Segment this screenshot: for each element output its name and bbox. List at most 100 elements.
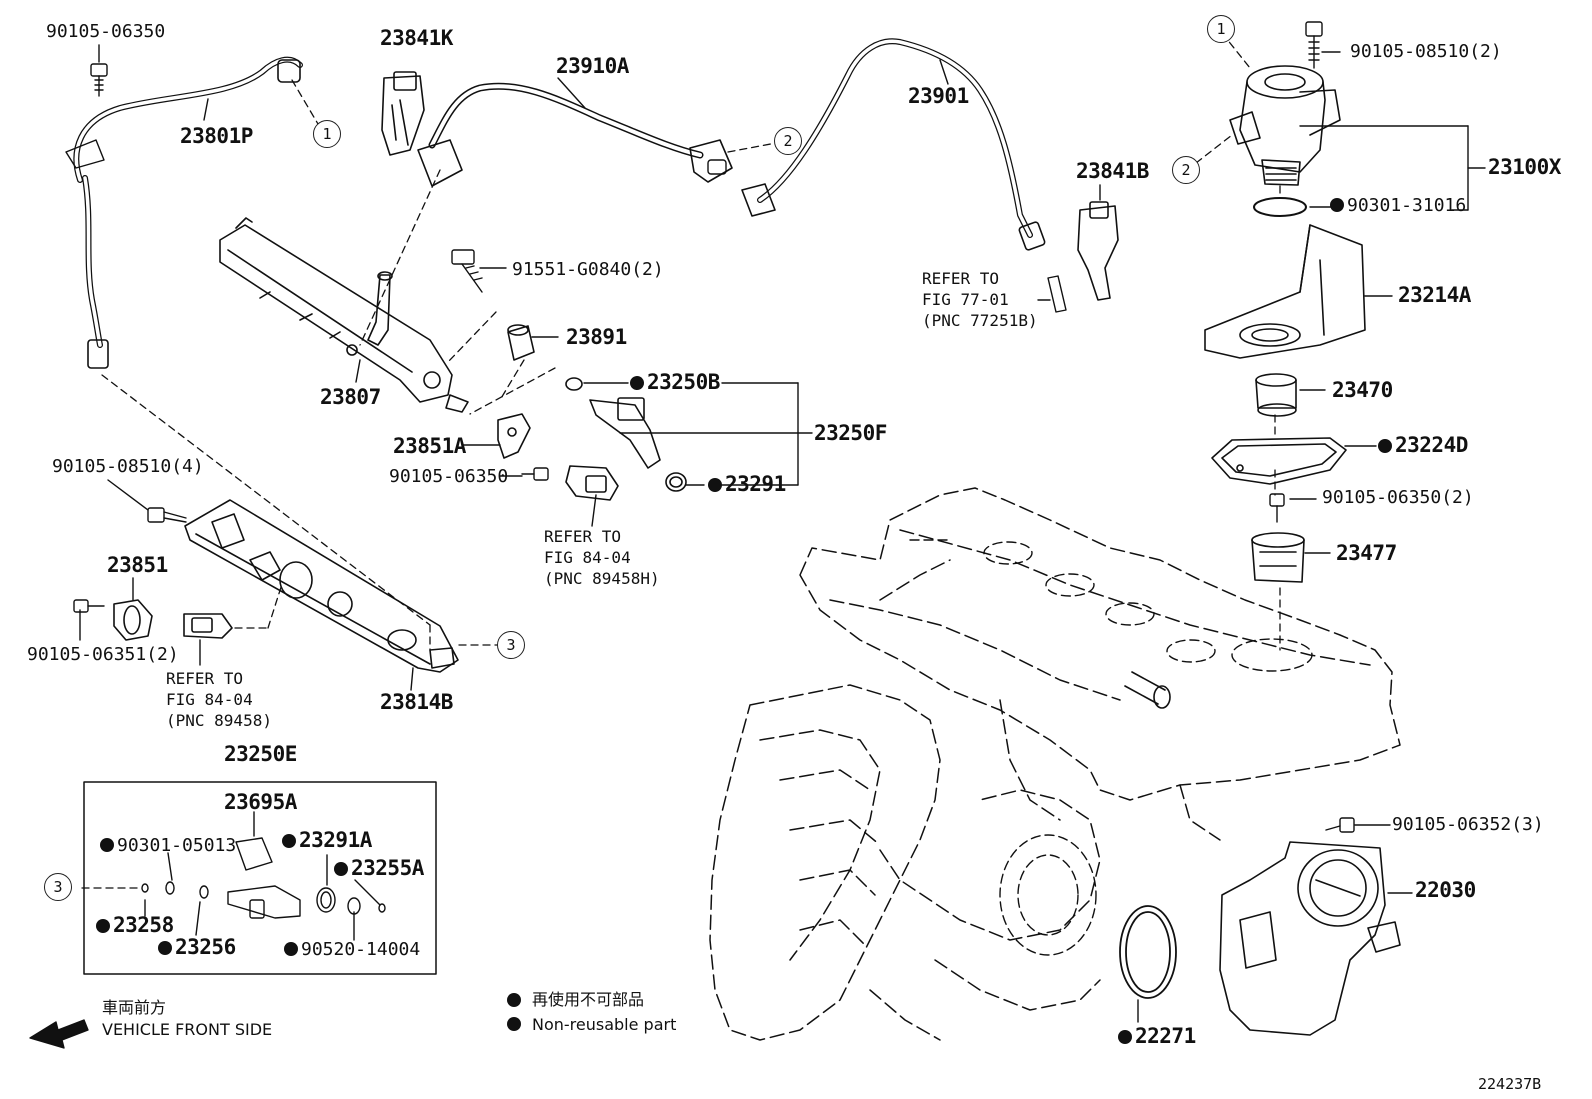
front-jp: 車両前方 [102,998,167,1017]
legend-dot-en [507,1017,521,1031]
connector-23841k [381,71,425,156]
part-label-22271: 22271 [1118,1026,1196,1047]
part-label-91551-g0840-2: 91551-G0840(2) [512,259,664,280]
bolt-90105-06352-3 [1325,817,1355,833]
fuel-pipe-23910a [417,82,733,187]
throttle-body-22030 [1219,841,1401,1036]
part-label-90105-06350: 90105-06350 [389,466,509,487]
pressure-sensor [565,465,619,501]
non-reusable-dot-icon [96,919,110,933]
non-reusable-dot-icon [630,376,644,390]
collar-23851 [113,599,153,641]
part-label-23258: 23258 [96,915,174,936]
part-label-23291a: 23291A [282,830,372,851]
gasket-23224d [1211,437,1347,485]
illustration-id: 224237B [1478,1075,1542,1093]
part-label-23901: 23901 [908,84,969,108]
injector-23250f [565,377,687,492]
fuel-rail-23807 [219,217,469,413]
part-label-23291: 23291 [708,474,786,495]
kit-box-parts [141,837,386,919]
part-label-90520-14004: 90520-14004 [284,940,420,960]
vehicle-front-side: 車両前方 VEHICLE FRONT SIDE [102,997,272,1041]
part-label-23695a: 23695A [224,790,297,814]
non-reusable-dot-icon [282,834,296,848]
part-label-23256: 23256 [158,937,236,958]
part-label-23814b: 23814B [380,690,453,714]
bolt-90105-06351-2 [73,599,105,613]
bolt-90105-06350-2 [1269,493,1285,523]
non-reusable-dot-icon [708,478,722,492]
part-label-90105-06350: 90105-06350 [46,21,166,42]
part-label-23891: 23891 [566,325,627,349]
callout-2: 2 [1172,156,1200,184]
engine-cam-holes [909,539,1313,956]
connector-23841b [1077,201,1119,301]
engine-pipe-stub [1124,671,1171,709]
part-label-23214a: 23214A [1398,283,1471,307]
part-label-23910a: 23910A [556,54,629,78]
fuel-hose-23801p [65,56,303,369]
part-label-23250f: 23250F [814,421,887,445]
part-label-90105-06350-2: 90105-06350(2) [1322,487,1474,508]
part-label-23100x: 23100X [1488,155,1561,179]
non-reusable-dot-icon [1378,439,1392,453]
non-reusable-dot-icon [334,862,348,876]
part-label-90301-05013: 90301-05013 [100,836,236,856]
reference-fig-77-01: REFER TO FIG 77-01 (PNC 77251B) [922,269,1038,330]
non-reusable-dot-icon [284,942,298,956]
reference-fig-84-04-sensor: REFER TO FIG 84-04 (PNC 89458H) [544,527,660,588]
part-label-90301-31016: 90301-31016 [1330,196,1466,216]
part-label-90105-08510-4: 90105-08510(4) [52,456,204,477]
part-label-23250b: 23250B [630,372,720,393]
part-label-90105-06351-2: 90105-06351(2) [27,644,179,665]
engine-outline [709,487,1401,1041]
part-label-90105-08510-2: 90105-08510(2) [1350,41,1502,62]
bolt-90105-06350-mid [521,467,549,481]
part-label-90105-06352-3: 90105-06352(3) [1392,814,1544,835]
bolt-90105-08510-4 [147,507,187,523]
spacer-23891 [507,324,535,361]
vehicle-front-arrow-icon [29,1019,89,1049]
legend-en: Non-reusable part [532,1015,677,1034]
part-label-23851a: 23851A [393,434,466,458]
oring-90301-31016 [1253,197,1307,217]
part-label-23841k: 23841K [380,26,453,50]
part-label-23470: 23470 [1332,378,1393,402]
delivery-pipe-23814b [184,499,459,673]
temp-sensor [183,613,233,639]
part-label-22030: 22030 [1415,878,1476,902]
leader-lines [81,32,1281,889]
part-label-23801p: 23801P [180,124,253,148]
callout-1: 1 [313,120,341,148]
legend-dot-jp [507,993,521,1007]
non-reusable-dot-icon [1330,198,1344,212]
legend: 再使用不可部品 Non-reusable part [532,987,676,1037]
part-label-23255a: 23255A [334,858,424,879]
reference-fig-84-04-temp: REFER TO FIG 84-04 (PNC 89458) [166,669,272,730]
lifter-23470 [1255,373,1297,417]
bracket-23214a [1204,224,1366,359]
non-reusable-dot-icon [158,941,172,955]
bolt-91551-g0840 [451,249,483,293]
fuel-pipe-23901 [741,38,1067,313]
non-reusable-dot-icon [100,838,114,852]
part-label-23851: 23851 [107,553,168,577]
legend-jp: 再使用不可部品 [532,990,645,1009]
kit-box-23250e [83,781,437,975]
part-label-23807: 23807 [320,385,381,409]
part-label-23250e: 23250E [224,742,297,766]
callout-1: 1 [1207,15,1235,43]
bolt-90105-08510-2 [1305,21,1323,69]
callout-2: 2 [774,127,802,155]
housing-23477 [1251,532,1305,583]
part-label-23224d: 23224D [1378,435,1468,456]
solid-leaders [79,44,1486,1023]
bolt-90105-06350-top [90,63,108,97]
non-reusable-dot-icon [1118,1030,1132,1044]
fuel-pump-23100x [1229,65,1341,186]
part-label-23477: 23477 [1336,541,1397,565]
front-en: VEHICLE FRONT SIDE [102,1020,273,1039]
callout-3: 3 [44,873,72,901]
